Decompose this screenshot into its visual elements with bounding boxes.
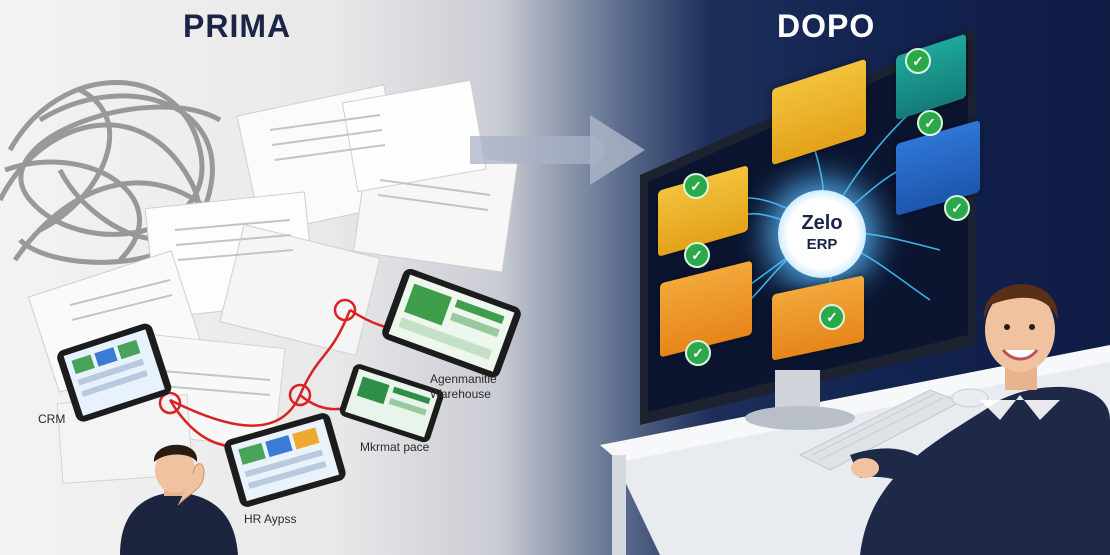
happy-person-icon — [850, 284, 1110, 555]
check-icon: ✓ — [819, 304, 845, 330]
check-icon: ✓ — [944, 195, 970, 221]
erp-hub: Zelo ERP — [778, 190, 866, 278]
hr-app-label: HR Aypss — [244, 512, 297, 526]
warehouse-app-label: Agenmanitie Warehouse — [430, 372, 497, 401]
check-icon: ✓ — [917, 110, 943, 136]
check-icon: ✓ — [684, 242, 710, 268]
check-icon: ✓ — [683, 173, 709, 199]
check-icon: ✓ — [905, 48, 931, 74]
transition-arrow-icon — [470, 115, 645, 185]
tangled-cables-icon — [0, 80, 232, 265]
phone-crm-icon — [57, 323, 172, 422]
erp-hub-product: ERP — [806, 236, 838, 253]
market-app-label: Mkrmat pace — [360, 440, 430, 454]
worried-person-icon — [120, 444, 238, 555]
phone-warehouse-icon — [382, 268, 521, 378]
erp-hub-name: Zelo — [801, 212, 843, 234]
phone-hr-icon — [224, 413, 346, 507]
after-title: DOPO — [777, 8, 876, 44]
crm-app-label: CRM — [38, 412, 66, 426]
before-title: PRIMA — [183, 8, 292, 44]
check-icon: ✓ — [685, 340, 711, 366]
phone-market-icon — [339, 364, 444, 443]
mouse-icon — [951, 388, 989, 408]
